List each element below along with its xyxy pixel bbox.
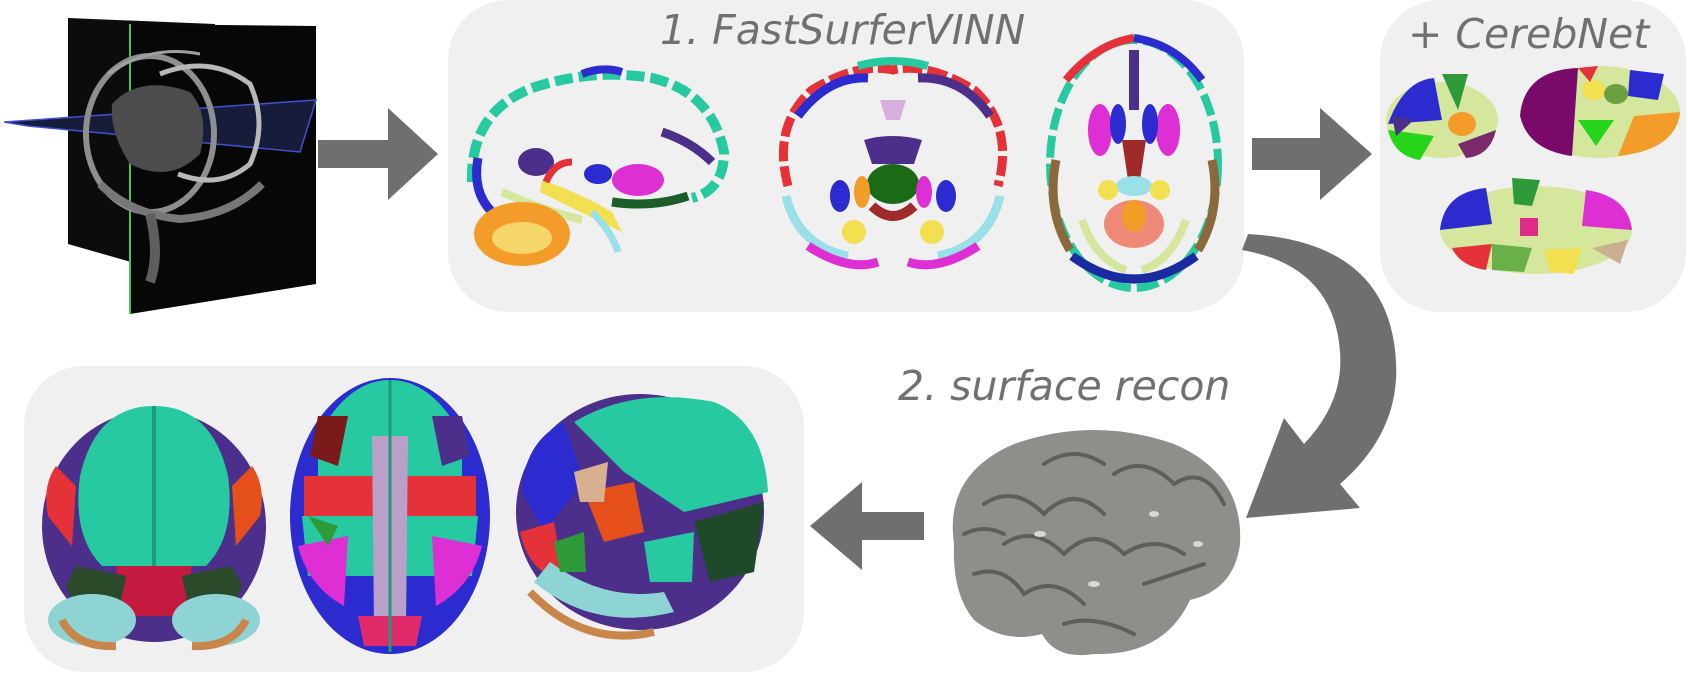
axial-segmentation-icon xyxy=(1046,34,1222,292)
cerebellum-segmentation-icon xyxy=(1386,66,1680,274)
surface-recon-title: 2. surface recon xyxy=(898,362,1231,410)
arrow-to-segmentation xyxy=(318,108,438,200)
mri-volume-icon xyxy=(3,18,318,314)
fastsurfervinn-title: 1. FastSurferVINN xyxy=(660,6,1026,54)
cerebnet-title: + CerebNet xyxy=(1408,10,1650,58)
sagittal-segmentation-icon xyxy=(466,65,730,266)
parcellated-brain-icon xyxy=(42,378,768,654)
arrow-to-parcellation xyxy=(810,482,924,570)
coronal-segmentation-icon xyxy=(778,57,1008,270)
cortical-surface-icon xyxy=(952,430,1241,656)
arrow-to-cerebnet xyxy=(1252,108,1372,200)
curved-arrow-to-surface xyxy=(1242,234,1397,518)
